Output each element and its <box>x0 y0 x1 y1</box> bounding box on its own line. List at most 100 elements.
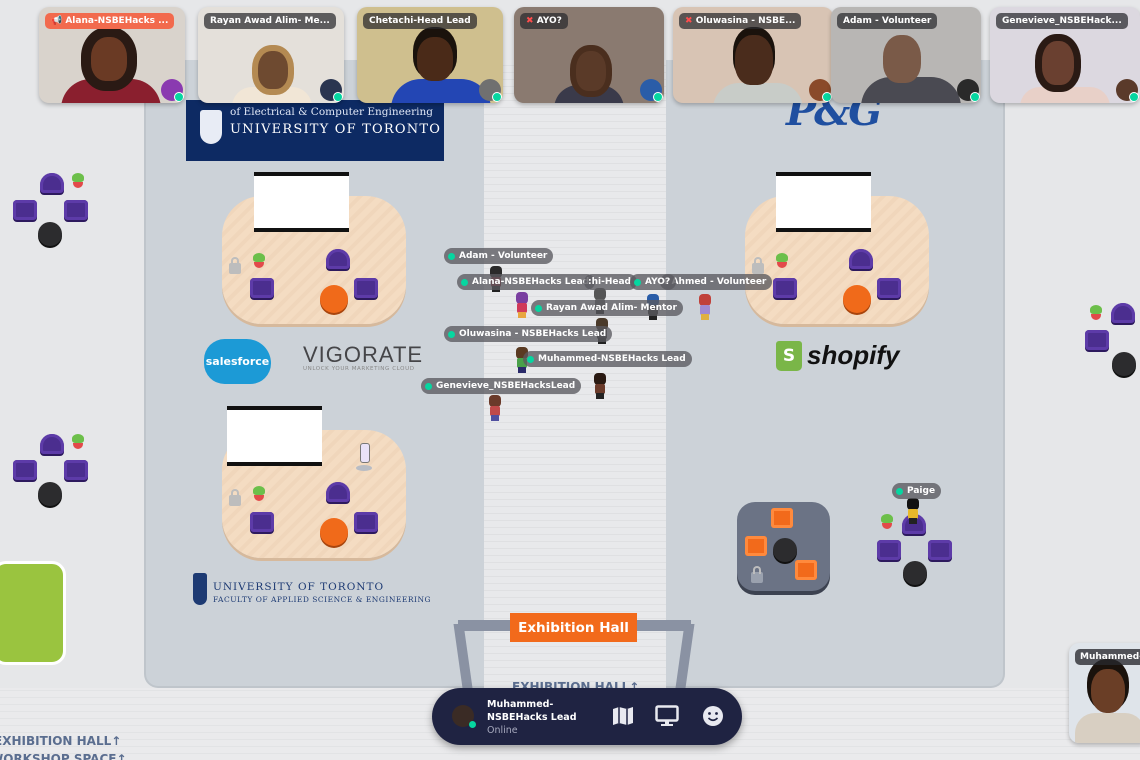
chair[interactable] <box>1111 303 1135 323</box>
name-tag-label: AYO? <box>645 277 671 287</box>
chair[interactable] <box>849 249 873 269</box>
uoft-crest-icon <box>200 110 222 144</box>
plant-icon <box>251 486 267 502</box>
emote-button[interactable] <box>700 704 726 728</box>
chair[interactable] <box>354 512 378 532</box>
user-name[interactable]: Muhammed-NSBEHacks Lead <box>487 699 577 723</box>
avatar-paige[interactable] <box>905 498 921 524</box>
chair[interactable] <box>40 434 64 454</box>
chair[interactable] <box>40 173 64 193</box>
name-tag-label: :hi-Head <box>588 277 631 287</box>
video-tile[interactable]: Genevieve_NSBEHack... <box>990 7 1140 103</box>
participant-video <box>1091 669 1125 713</box>
video-tile-name: Adam - Volunteer <box>837 13 938 29</box>
chair[interactable] <box>1085 330 1109 350</box>
video-tile-name: Muhammed- <box>1075 649 1140 665</box>
name-tag[interactable]: Paige <box>892 483 942 499</box>
table <box>843 285 871 313</box>
online-status-icon <box>535 304 542 312</box>
lamp-icon <box>356 443 372 473</box>
chair[interactable] <box>13 460 37 480</box>
presentation-screen[interactable] <box>254 172 349 232</box>
name-tag[interactable]: Genevieve_NSBEHacksLead <box>421 378 582 394</box>
self-video-tile[interactable]: Muhammed- <box>1069 643 1140 743</box>
lock-icon <box>229 489 241 506</box>
plant-icon <box>774 253 790 269</box>
chair[interactable] <box>877 278 901 298</box>
name-tag[interactable]: AYO? <box>630 274 677 290</box>
lock-icon <box>229 257 241 274</box>
chair[interactable] <box>13 200 37 220</box>
chair[interactable] <box>250 512 274 532</box>
name-tag[interactable]: Adam - Volunteer <box>444 248 554 264</box>
vigorate-tagline: UNLOCK YOUR MARKETING CLOUD <box>303 366 415 372</box>
video-tile[interactable]: 📢 Alana-NSBEHacks ... <box>39 7 185 103</box>
video-tile-name: Genevieve_NSBEHack... <box>996 13 1128 29</box>
table <box>903 561 927 585</box>
presentation-screen[interactable] <box>776 172 871 232</box>
participant-avatar <box>1116 79 1139 102</box>
name-tag[interactable]: Alana-NSBEHacks Lead <box>457 274 596 290</box>
chair[interactable] <box>326 249 350 269</box>
chair[interactable] <box>773 278 797 298</box>
map-button[interactable] <box>610 704 636 728</box>
vigorate-logo: VIGORATE UNLOCK YOUR MARKETING CLOUD <box>303 342 423 372</box>
presentation-screen[interactable] <box>227 406 322 466</box>
user-status[interactable]: Online <box>487 725 518 736</box>
uoft-fase-subtitle: FACULTY OF APPLIED SCIENCE & ENGINEERING <box>213 595 431 604</box>
shopify-bag-icon: S <box>776 340 802 371</box>
name-tag[interactable]: Oluwasina - NSBEHacks Lead <box>444 326 613 342</box>
user-avatar[interactable] <box>452 705 476 728</box>
chair[interactable] <box>877 540 901 560</box>
chair[interactable] <box>326 482 350 502</box>
video-tile[interactable]: Adam - Volunteer <box>831 7 981 103</box>
name-tag[interactable]: Rayan Awad Alim- Mentor <box>531 300 683 316</box>
name-tag[interactable]: r Ahmed - Volunteer <box>660 274 773 290</box>
sofa <box>771 508 793 528</box>
plant-icon <box>70 173 86 189</box>
vigorate-wordmark: VIGORATE <box>303 342 424 367</box>
uoft-fase-title: UNIVERSITY OF TORONTO <box>213 581 385 593</box>
avatar-participant[interactable] <box>487 395 503 421</box>
participant-video <box>391 79 491 103</box>
chair[interactable] <box>250 278 274 298</box>
avatar-genevieve[interactable] <box>592 373 608 399</box>
participant-video <box>735 35 773 85</box>
chair[interactable] <box>928 540 952 560</box>
emoji-icon <box>703 706 723 726</box>
video-tile-name: Chetachi-Head Lead <box>363 13 477 29</box>
mic-muted-icon: ✖ <box>685 16 696 26</box>
online-status-icon <box>461 278 468 286</box>
video-tile[interactable]: ✖ Oluwasina - NSBE... <box>673 7 833 103</box>
video-tile[interactable]: ✖ AYO? <box>514 7 664 103</box>
avatar-ahmed[interactable] <box>697 294 713 320</box>
screen-share-button[interactable] <box>654 704 680 728</box>
green-area[interactable] <box>0 561 66 665</box>
video-tile[interactable]: Chetachi-Head Lead <box>357 7 503 103</box>
private-lounge[interactable] <box>737 502 830 591</box>
online-status-icon <box>448 252 455 260</box>
participant-avatar <box>640 79 663 102</box>
central-corridor <box>484 60 666 688</box>
table <box>320 518 348 546</box>
participant-video <box>554 85 624 103</box>
chair[interactable] <box>64 460 88 480</box>
video-tile[interactable]: Rayan Awad Alim- Me... <box>198 7 344 103</box>
participant-video <box>1042 41 1074 85</box>
plant-icon <box>1088 305 1104 321</box>
avatar-alana[interactable] <box>514 292 530 318</box>
participant-avatar <box>479 79 502 102</box>
mic-muted-icon: ✖ <box>526 16 537 26</box>
chair[interactable] <box>354 278 378 298</box>
online-status-icon <box>634 278 641 286</box>
video-tile-name: 📢 Alana-NSBEHacks ... <box>45 13 175 29</box>
chair[interactable] <box>64 200 88 220</box>
name-tag-label: Paige <box>907 486 936 496</box>
name-tag[interactable]: Muhammed-NSBEHacks Lead <box>523 351 692 367</box>
chair[interactable] <box>902 514 926 534</box>
screen-share-icon <box>655 705 679 726</box>
table <box>1112 352 1136 376</box>
name-tag[interactable]: :hi-Head <box>584 274 637 290</box>
uoft-ece-title: UNIVERSITY OF TORONTO <box>230 122 442 137</box>
participant-video <box>1020 87 1110 103</box>
